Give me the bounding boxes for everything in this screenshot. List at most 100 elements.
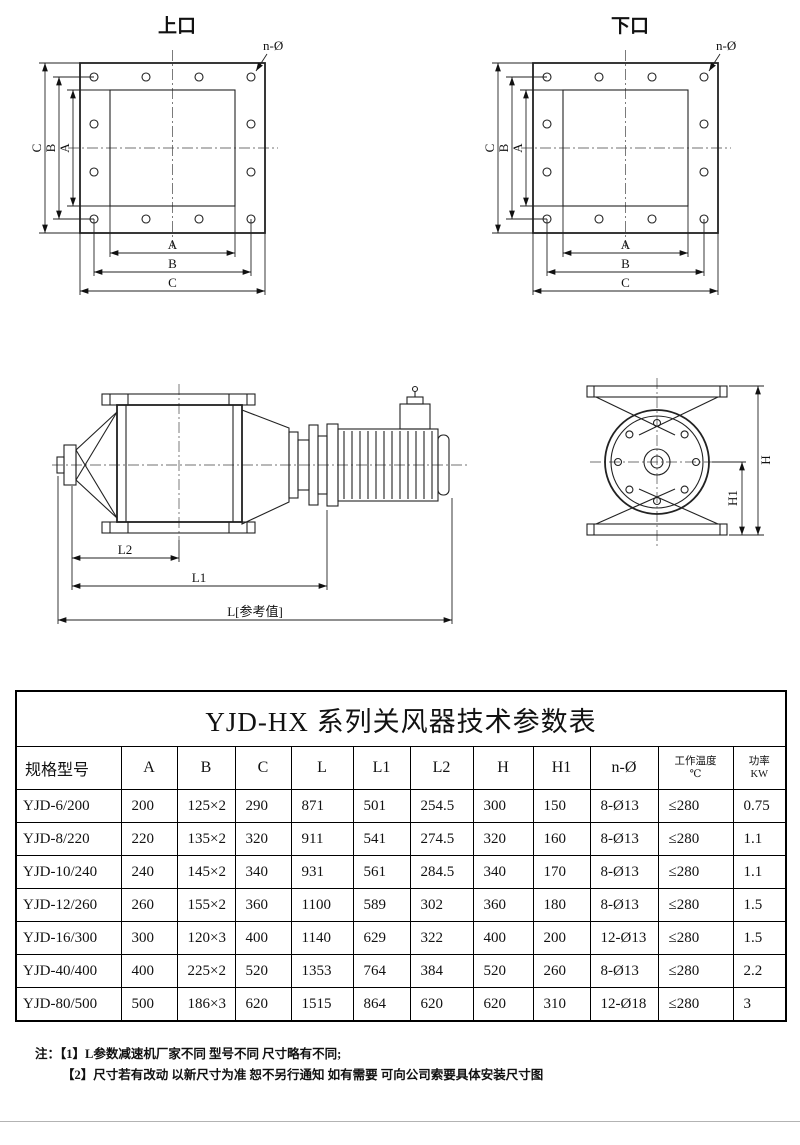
dim-a-left: A bbox=[510, 143, 525, 153]
cell-h1: 260 bbox=[532, 954, 591, 988]
note-line-1: 注：【1】L参数减速机厂家不同 型号不同 尺寸略有不同; bbox=[35, 1044, 755, 1065]
cell-model: YJD-40/400 bbox=[15, 954, 122, 988]
cell-n-phi: 12-Ø18 bbox=[589, 987, 659, 1022]
cell-a: 260 bbox=[120, 888, 178, 922]
cell-a: 240 bbox=[120, 855, 178, 889]
dimension-lines: L2 L1 L[参考值] bbox=[57, 476, 453, 624]
col-header-b: B bbox=[176, 746, 236, 790]
cell-a: 300 bbox=[120, 921, 178, 955]
spec-row: YJD-12/260 260 155×2 360 1100 589 302 36… bbox=[15, 888, 787, 922]
dim-b-bottom: B bbox=[621, 256, 630, 271]
cell-model: YJD-80/500 bbox=[15, 987, 122, 1022]
cell-n-phi: 12-Ø13 bbox=[589, 921, 659, 955]
notes: 注：【1】L参数减速机厂家不同 型号不同 尺寸略有不同; 【2】尺寸若有改动 以… bbox=[35, 1044, 755, 1085]
cell-l: 1353 bbox=[290, 954, 354, 988]
centerlines bbox=[590, 378, 724, 546]
cell-l2: 384 bbox=[409, 954, 474, 988]
cell-n-phi: 8-Ø13 bbox=[589, 888, 659, 922]
bottom-port-title: 下口 bbox=[611, 16, 649, 37]
cell-h1: 180 bbox=[532, 888, 591, 922]
cell-h: 620 bbox=[472, 987, 534, 1022]
flange-outline bbox=[79, 62, 266, 234]
col-header-h1: H1 bbox=[532, 746, 591, 790]
cell-l2: 322 bbox=[409, 921, 474, 955]
cell-l1: 541 bbox=[352, 822, 411, 856]
dim-a-left: A bbox=[57, 143, 72, 153]
cell-n-phi: 8-Ø13 bbox=[589, 822, 659, 856]
spec-row: YJD-80/500 500 186×3 620 1515 864 620 62… bbox=[15, 987, 787, 1022]
cell-h1: 150 bbox=[532, 789, 591, 823]
cell-power: 3 bbox=[732, 987, 787, 1022]
dim-h1: H1 bbox=[725, 490, 740, 506]
cell-b: 135×2 bbox=[176, 822, 236, 856]
motor bbox=[326, 385, 450, 507]
col-header-power-label: 功率 bbox=[748, 755, 770, 767]
cell-h: 400 bbox=[472, 921, 534, 955]
col-header-l: L bbox=[290, 746, 354, 790]
cell-a: 400 bbox=[120, 954, 178, 988]
cell-model: YJD-10/240 bbox=[15, 855, 122, 889]
notes-prefix: 注： bbox=[35, 1047, 61, 1061]
valve-body bbox=[101, 393, 256, 534]
cell-l2: 254.5 bbox=[409, 789, 474, 823]
cell-a: 220 bbox=[120, 822, 178, 856]
dimension-lines: C B A A B C bbox=[482, 62, 719, 295]
cell-l: 871 bbox=[290, 789, 354, 823]
cell-model: YJD-8/220 bbox=[15, 822, 122, 856]
cell-h1: 160 bbox=[532, 822, 591, 856]
cell-temp: ≤280 bbox=[657, 822, 734, 856]
cell-l: 1140 bbox=[290, 921, 354, 955]
cell-power: 0.75 bbox=[732, 789, 787, 823]
end-view-drawing: H H1 bbox=[586, 378, 773, 546]
cell-n-phi: 8-Ø13 bbox=[589, 789, 659, 823]
cell-h: 300 bbox=[472, 789, 534, 823]
cell-l1: 589 bbox=[352, 888, 411, 922]
cell-temp: ≤280 bbox=[657, 954, 734, 988]
n-phi-label: n-Ø bbox=[263, 38, 283, 53]
cell-model: YJD-16/300 bbox=[15, 921, 122, 955]
dim-a-bottom: A bbox=[621, 237, 631, 252]
cell-b: 155×2 bbox=[176, 888, 236, 922]
dim-l2: L2 bbox=[118, 542, 132, 557]
cell-l1: 501 bbox=[352, 789, 411, 823]
col-header-n-phi: n-Ø bbox=[589, 746, 659, 790]
cell-temp: ≤280 bbox=[657, 789, 734, 823]
bearing-cone bbox=[56, 410, 118, 520]
spec-row: YJD-40/400 400 225×2 520 1353 764 384 52… bbox=[15, 954, 787, 988]
cell-c: 320 bbox=[234, 822, 292, 856]
cell-l: 911 bbox=[290, 822, 354, 856]
bottom-divider bbox=[0, 1121, 800, 1122]
cell-power: 1.5 bbox=[732, 888, 787, 922]
spec-table-body: YJD-6/200 200 125×2 290 871 501 254.5 30… bbox=[15, 789, 787, 1022]
col-header-power: 功率 KW bbox=[732, 746, 787, 790]
col-header-temp-label: 工作温度 bbox=[674, 755, 717, 767]
col-header-l2: L2 bbox=[409, 746, 474, 790]
dim-l-reference: L[参考值] bbox=[227, 604, 283, 619]
cell-power: 1.1 bbox=[732, 822, 787, 856]
bolt-holes bbox=[542, 72, 709, 224]
cell-c: 290 bbox=[234, 789, 292, 823]
cell-l1: 629 bbox=[352, 921, 411, 955]
rotor-housing-circles bbox=[604, 409, 710, 515]
note-line-2: 【2】尺寸若有改动 以新尺寸为准 恕不另行通知 如有需要 可向公司索要具体安装尺… bbox=[35, 1065, 755, 1086]
spec-row: YJD-16/300 300 120×3 400 1140 629 322 40… bbox=[15, 921, 787, 955]
cell-power: 1.5 bbox=[732, 921, 787, 955]
flanges-and-braces bbox=[586, 385, 728, 536]
cell-c: 400 bbox=[234, 921, 292, 955]
cell-l1: 864 bbox=[352, 987, 411, 1022]
cell-temp: ≤280 bbox=[657, 855, 734, 889]
spec-row: YJD-8/220 220 135×2 320 911 541 274.5 32… bbox=[15, 822, 787, 856]
bottom-port-flange-drawing: 下口 n-Ø C B A bbox=[482, 16, 736, 295]
cell-l: 1515 bbox=[290, 987, 354, 1022]
cell-n-phi: 8-Ø13 bbox=[589, 954, 659, 988]
spec-table: YJD-HX 系列关风器技术参数表 规格型号 A B C L L1 L2 H H… bbox=[15, 690, 787, 1022]
cell-l2: 302 bbox=[409, 888, 474, 922]
cell-n-phi: 8-Ø13 bbox=[589, 855, 659, 889]
cell-l2: 284.5 bbox=[409, 855, 474, 889]
cell-model: YJD-6/200 bbox=[15, 789, 122, 823]
col-header-h: H bbox=[472, 746, 534, 790]
col-header-temp: 工作温度 ℃ bbox=[657, 746, 734, 790]
cell-b: 145×2 bbox=[176, 855, 236, 889]
dim-c-left: C bbox=[482, 144, 497, 153]
cell-c: 620 bbox=[234, 987, 292, 1022]
